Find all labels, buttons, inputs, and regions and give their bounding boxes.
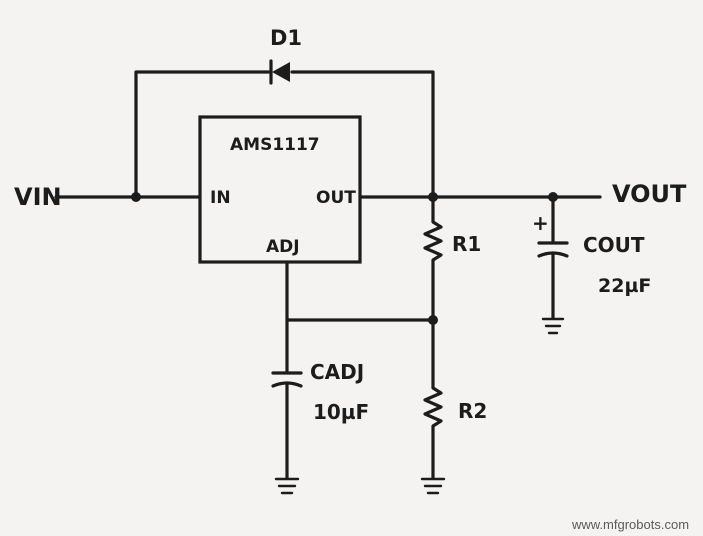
resistor-r1 (423, 195, 443, 322)
r2-label: R2 (458, 399, 487, 423)
regulator-pin-in: IN (210, 188, 231, 208)
diode-loop-wires (134, 70, 435, 199)
diode-label: D1 (270, 26, 302, 50)
r1-label: R1 (452, 232, 481, 256)
ground-r2-icon (420, 477, 446, 495)
regulator-pin-out: OUT (316, 188, 356, 208)
adj-wire (285, 260, 435, 322)
regulator-name: AMS1117 (230, 135, 320, 155)
regulator-pin-adj: ADJ (266, 237, 300, 257)
watermark: www.mfgrobots.com (571, 517, 689, 532)
cout-value: 22µF (598, 275, 651, 297)
ground-cout-icon (541, 317, 565, 335)
cadj-label: CADJ (310, 360, 364, 384)
junction-vin (131, 192, 141, 202)
cadj-value: 10µF (313, 400, 369, 424)
cout-label: COUT (583, 233, 645, 257)
vout-label: VOUT (612, 180, 687, 208)
diode-d1 (269, 59, 290, 85)
capacitor-cadj (271, 318, 303, 480)
cout-polarity: + (532, 211, 549, 235)
regulator-ams1117 (198, 115, 362, 264)
vin-label-group: VIN (14, 183, 62, 211)
resistor-r2 (423, 318, 443, 480)
ground-cadj-icon (274, 477, 300, 495)
capacitor-cout (537, 195, 569, 320)
vin-label: VIN (14, 183, 62, 211)
